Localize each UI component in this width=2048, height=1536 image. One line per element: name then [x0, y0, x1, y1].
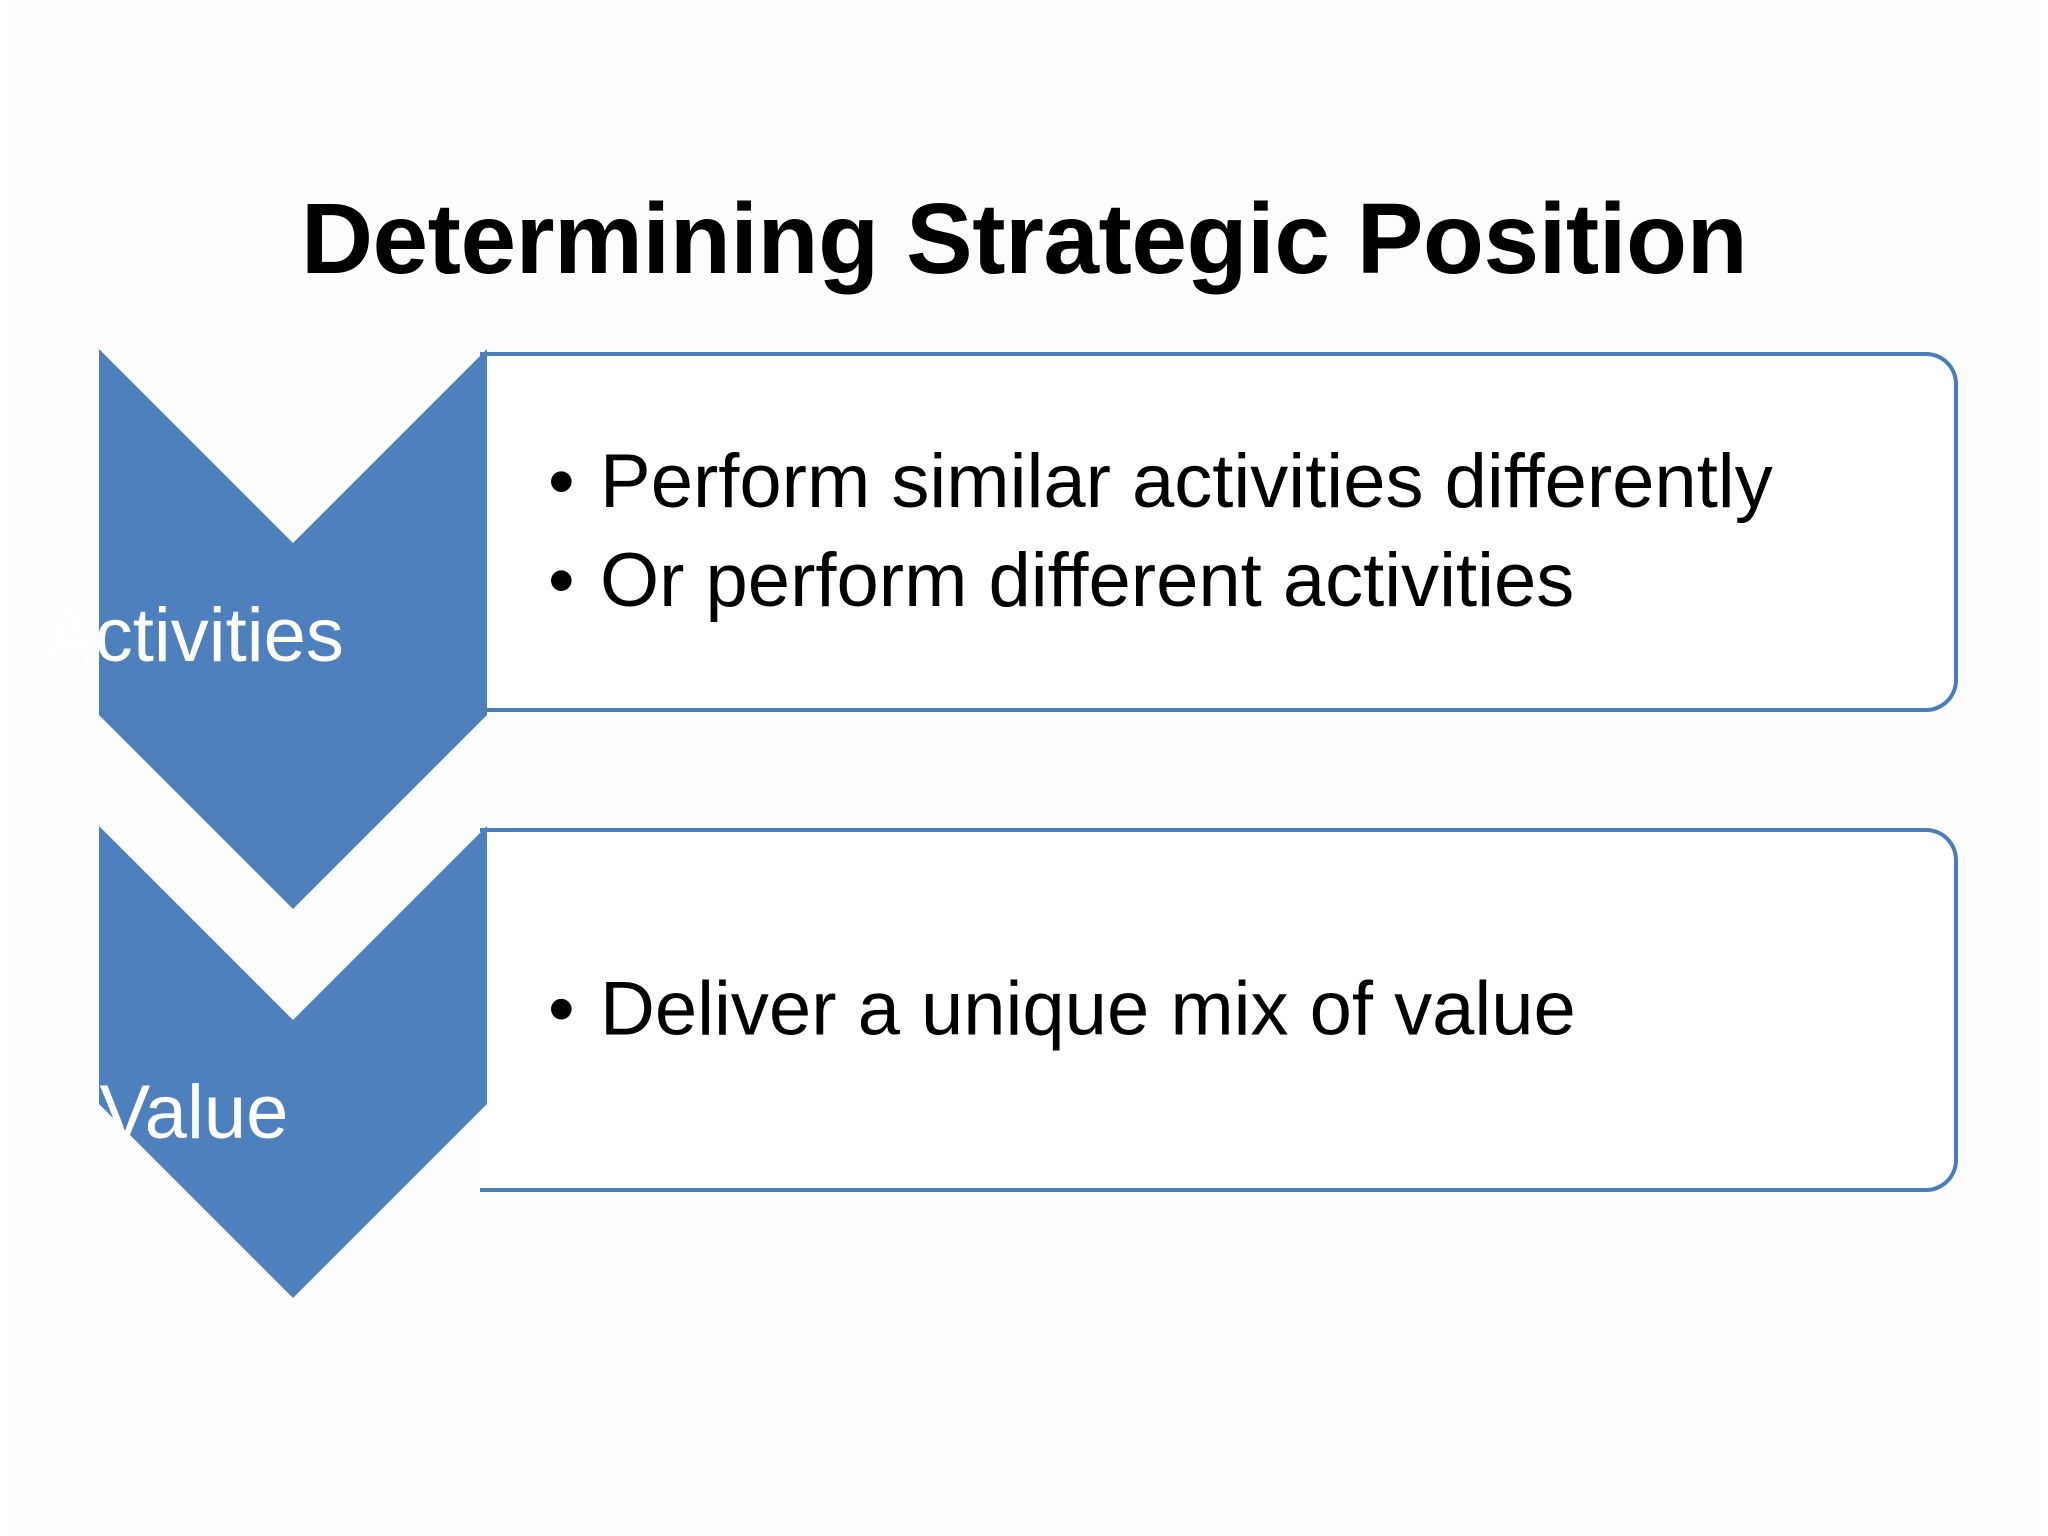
bullet-text: Deliver a unique mix of value	[600, 966, 1576, 1052]
chevron-shape-activities	[99, 349, 487, 909]
bullet-dot-icon: •	[548, 538, 575, 623]
page-title: Determining Strategic Position	[300, 183, 1748, 295]
list-item: • Deliver a unique mix of value	[548, 961, 1926, 1060]
list-item: • Or perform different activities	[548, 532, 1926, 631]
chevron-shape-value	[99, 826, 487, 1298]
bullet-text: Perform similar activities differently	[600, 439, 1773, 525]
list-item: • Perform similar activities differently	[548, 433, 1926, 532]
chevron-down-icon	[99, 826, 487, 1298]
chevron-label-activities: Activities	[44, 593, 344, 678]
chevron-label-value: Value	[99, 1070, 289, 1155]
bullet-dot-icon: •	[548, 966, 575, 1052]
bullet-text: Or perform different activities	[600, 538, 1575, 623]
bullet-dot-icon: •	[548, 439, 575, 525]
chevron-down-icon	[99, 349, 487, 909]
bullet-list-activities: • Perform similar activities differently…	[548, 433, 1926, 631]
content-box-value: • Deliver a unique mix of value	[480, 828, 1958, 1192]
bullet-list-value: • Deliver a unique mix of value	[548, 961, 1926, 1060]
content-box-activities: • Perform similar activities differently…	[480, 352, 1958, 712]
